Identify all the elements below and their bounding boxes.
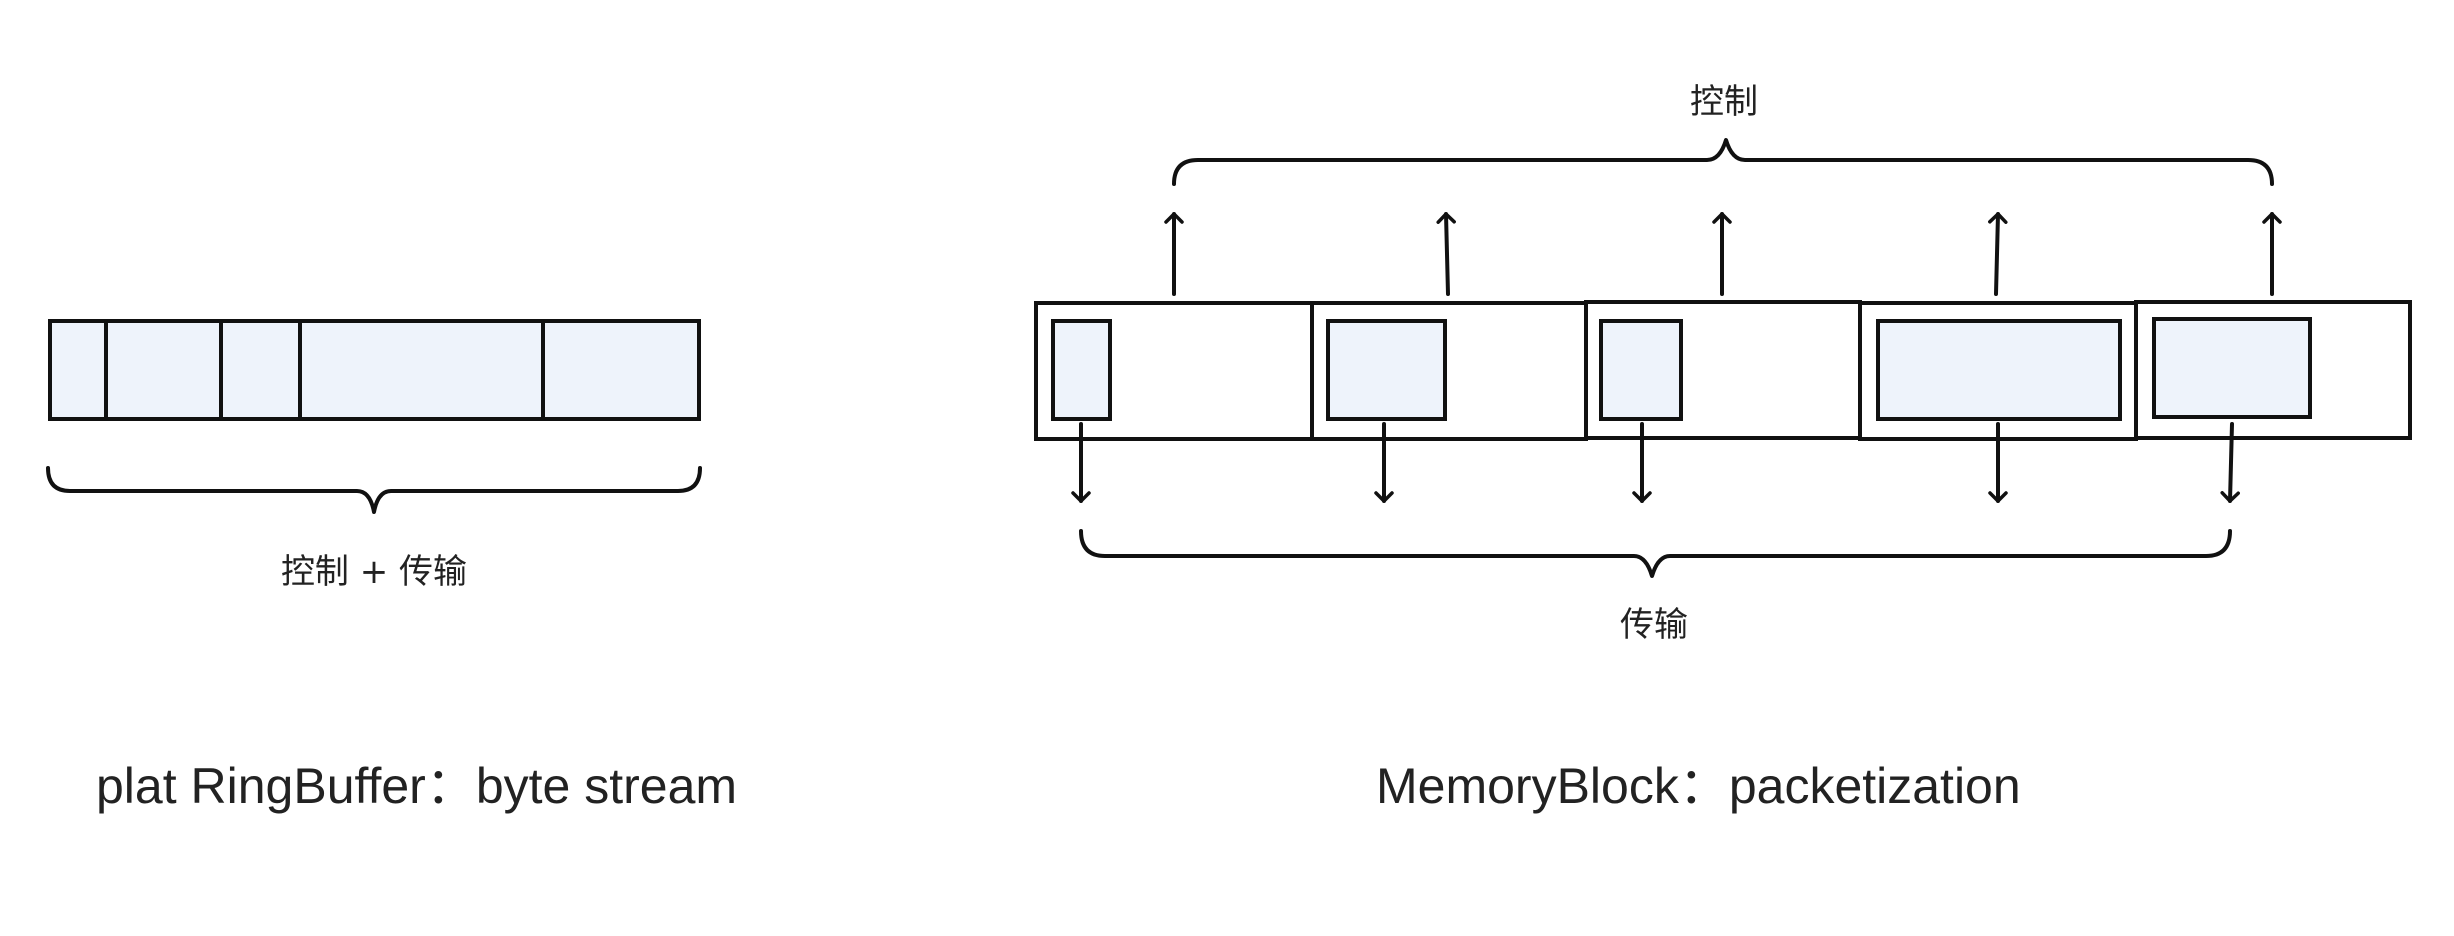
control-up-arrow-4 [1988,212,2008,296]
memory-block-5-data [2152,317,2312,419]
ringbuffer-segment-1 [48,319,108,421]
ringbuffer-control-transfer-brace [46,466,702,514]
memoryblock-transfer-label: 传输 [1620,605,1688,645]
ringbuffer-segment-4 [298,319,545,421]
ringbuffer-diagram: 控制 + 传输 plat RingBuffer：byte stream [46,319,737,814]
ringbuffer-segment-5 [541,319,701,421]
memoryblock-control-label: 控制 [1690,82,1758,122]
control-up-arrow-2 [1436,212,1456,296]
memory-block-3-data [1599,319,1683,421]
memoryblock-control-brace [1172,138,2274,186]
memoryblock-caption: MemoryBlock：packetization [1376,758,2021,814]
memory-block-2-data [1326,319,1447,421]
ringbuffer-segment-3 [219,319,302,421]
memoryblock-transfer-brace [1079,529,2232,578]
ringbuffer-brace-label: 控制 + 传输 [281,552,467,592]
memory-block-1-data [1051,319,1112,421]
ringbuffer-segment-2 [104,319,223,421]
ringbuffer-caption: plat RingBuffer：byte stream [96,758,737,814]
memoryblock-diagram: 控制 传输 MemoryBlock：packetization [1034,82,2412,814]
transfer-down-arrow-5 [2220,422,2240,503]
memory-block-4-data [1876,319,2122,421]
